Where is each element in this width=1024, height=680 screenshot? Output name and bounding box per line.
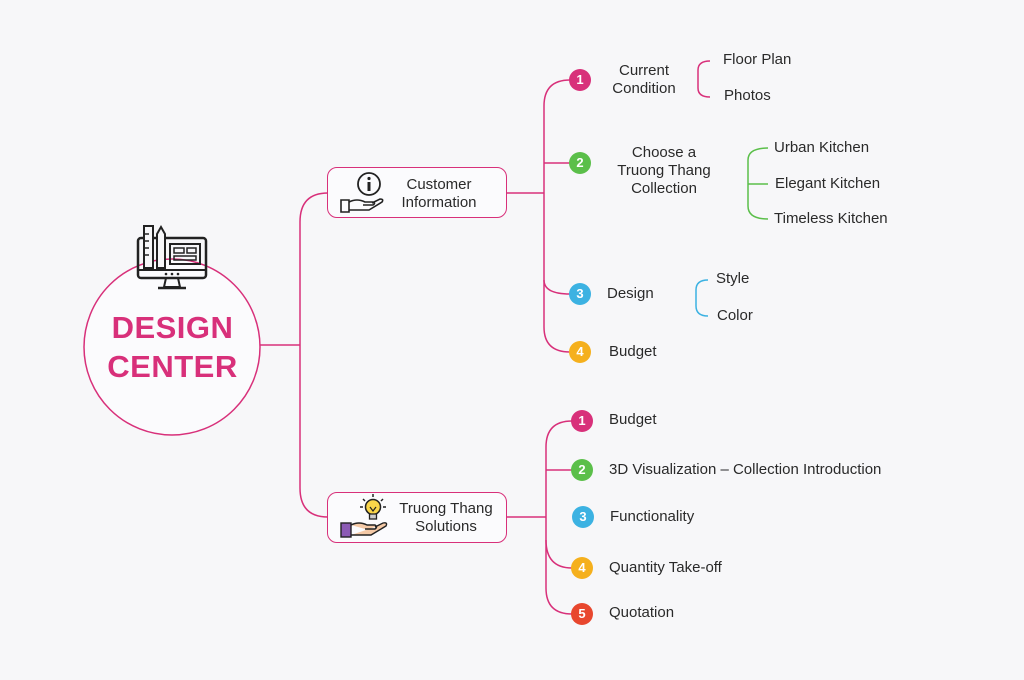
sub-elegant-kitchen: Elegant Kitchen	[775, 175, 881, 192]
solutions-item-4-label: Quantity Take-off	[609, 559, 722, 576]
customer-item-1-badge: 1	[569, 69, 591, 91]
hand-lightbulb-icon	[340, 494, 388, 538]
trunk-branch	[299, 192, 329, 518]
customer-item-1-line1: Current	[618, 62, 670, 79]
bracket-condition	[697, 60, 711, 98]
solutions-label-line1: Truong Thang	[399, 500, 493, 517]
sub-photos: Photos	[724, 87, 771, 104]
solutions-item-1-label: Budget	[609, 411, 657, 428]
solutions-label-line2: Solutions	[415, 518, 477, 535]
solutions-item-5-badge: 5	[571, 603, 593, 625]
customer-branch-tick-3	[543, 279, 571, 295]
sub-color: Color	[717, 307, 753, 324]
customer-item-1-line2: Condition	[612, 80, 676, 97]
customer-item-2-line3: Collection	[631, 180, 697, 197]
solutions-item-3-badge: 3	[572, 506, 594, 528]
solutions-item-5-label: Quotation	[609, 604, 675, 621]
center-circle	[83, 258, 261, 436]
hand-info-icon	[340, 172, 384, 213]
monitor-design-tools-icon	[136, 224, 208, 290]
sub-style: Style	[716, 270, 750, 287]
center-title-line1: DESIGN	[111, 310, 234, 345]
customer-item-4-label: Budget	[609, 343, 657, 360]
sub-urban-kitchen: Urban Kitchen	[774, 139, 870, 156]
customer-item-3-badge: 3	[569, 283, 591, 305]
solutions-item-1-badge: 1	[571, 410, 593, 432]
customer-branch-spine	[543, 79, 571, 353]
solutions-branch-spine	[545, 420, 573, 615]
bracket-design	[695, 279, 709, 317]
solutions-branch-tick-4	[545, 539, 573, 569]
center-title-line2: CENTER	[107, 349, 238, 384]
customer-item-2-line2: Truong Thang	[617, 162, 711, 179]
sub-timeless-kitchen: Timeless Kitchen	[774, 210, 888, 227]
solutions-item-3-label: Functionality	[610, 508, 695, 525]
solutions-item-2-badge: 2	[571, 459, 593, 481]
bracket-collection	[747, 147, 769, 220]
customer-info-label-line2: Information	[401, 194, 477, 211]
customer-item-2-line1: Choose a	[631, 144, 697, 161]
customer-info-label-line1: Customer	[406, 176, 472, 193]
customer-item-3-label: Design	[607, 285, 654, 302]
customer-item-2-badge: 2	[569, 152, 591, 174]
solutions-item-2-label: 3D Visualization – Collection Introducti…	[609, 461, 882, 478]
sub-floor-plan: Floor Plan	[723, 51, 792, 68]
solutions-item-4-badge: 4	[571, 557, 593, 579]
customer-item-4-badge: 4	[569, 341, 591, 363]
